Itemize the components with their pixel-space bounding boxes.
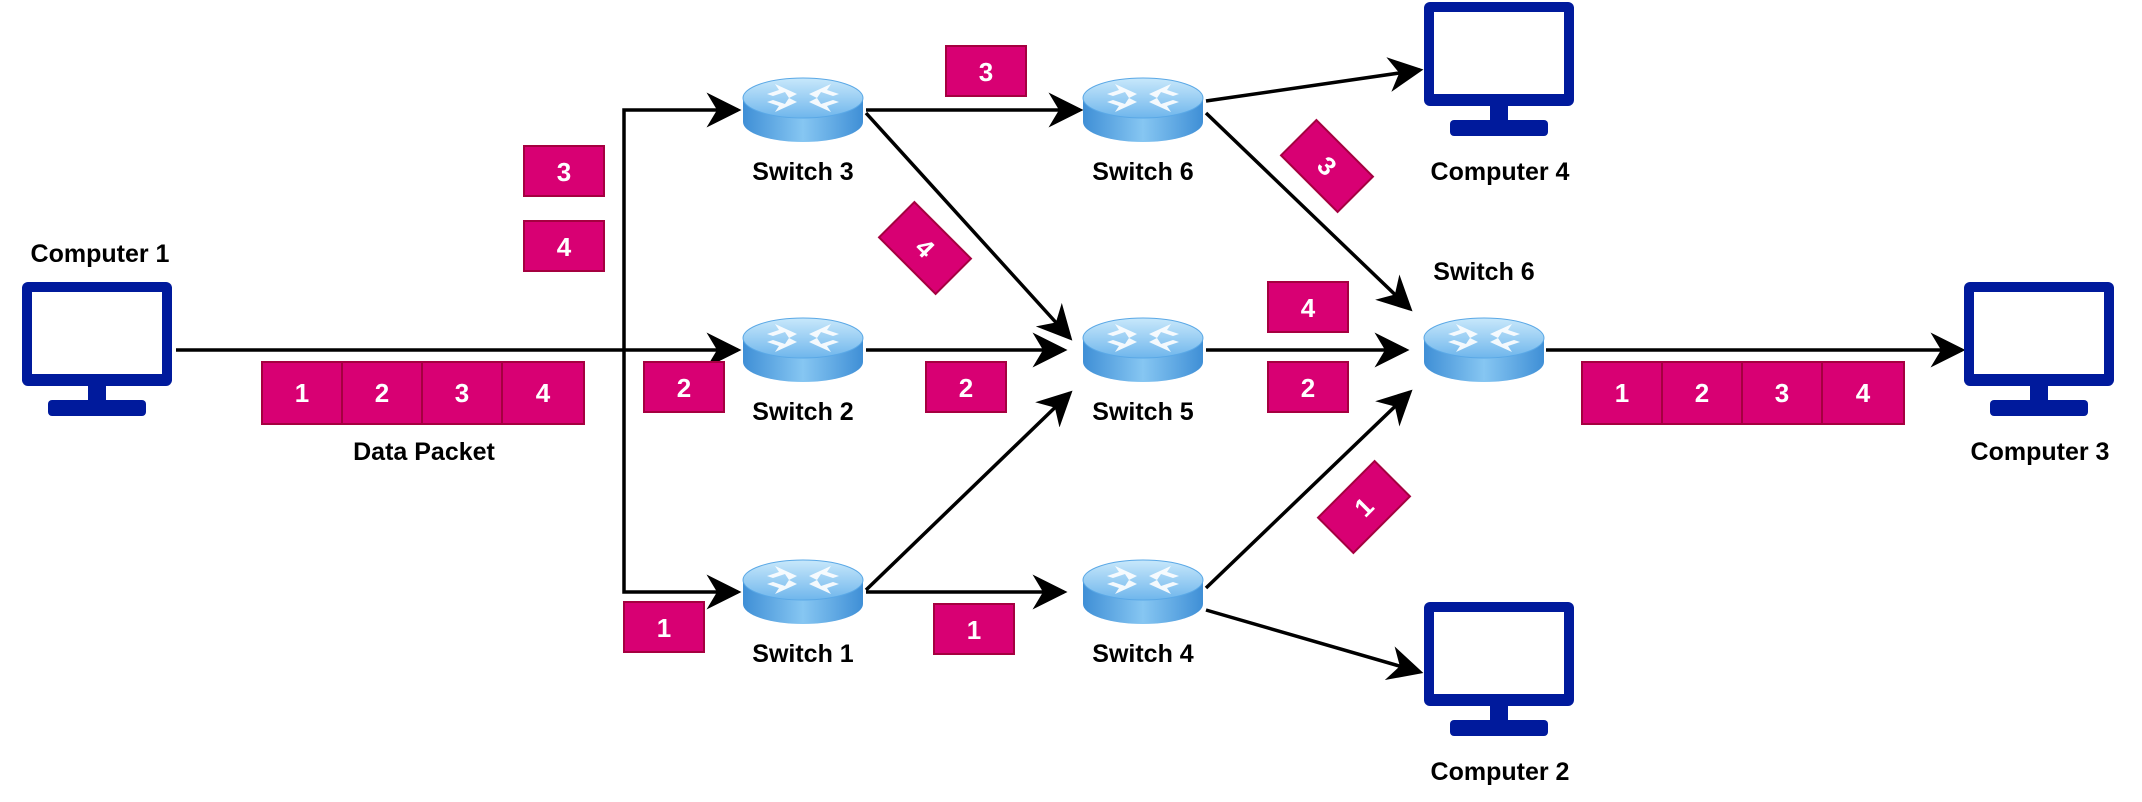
packet-segment: 3 xyxy=(421,361,503,425)
monitor-icon xyxy=(1424,2,1574,136)
switch-1[interactable]: Switch 1 xyxy=(742,559,864,668)
packet-in-transit: 2 xyxy=(1267,361,1349,413)
monitor-icon xyxy=(1964,282,2114,416)
packet-segment: 4 xyxy=(1821,361,1905,425)
svg-text:4: 4 xyxy=(536,378,551,408)
link-switch1-switch5 xyxy=(864,390,1073,592)
router-switch-icon xyxy=(1423,317,1545,383)
packet-in-transit: 4 xyxy=(877,200,973,296)
switch-label: Switch 5 xyxy=(1092,398,1194,426)
received-data-packet: 1 2 3 4 xyxy=(1581,361,1905,425)
switch-label: Switch 4 xyxy=(1092,640,1194,668)
packet-in-transit: 2 xyxy=(643,361,725,413)
svg-text:2: 2 xyxy=(375,378,389,408)
svg-text:2: 2 xyxy=(959,373,973,403)
computer-label: Computer 4 xyxy=(1431,158,1570,186)
packet-in-transit: 3 xyxy=(1279,118,1375,214)
svg-text:4: 4 xyxy=(557,232,572,262)
svg-text:2: 2 xyxy=(677,373,691,403)
switch-6-top[interactable]: Switch 6 xyxy=(1082,77,1204,186)
router-switch-icon xyxy=(742,77,864,143)
packet-in-transit: 4 xyxy=(523,220,605,272)
computer-2[interactable]: Computer 2 xyxy=(1424,602,1574,786)
packet-in-transit: 4 xyxy=(1267,281,1349,333)
svg-text:3: 3 xyxy=(979,57,993,87)
computer-1[interactable]: Computer 1 xyxy=(22,240,172,416)
link-switch4-computer2 xyxy=(1205,608,1424,681)
switch-5[interactable]: Switch 5 xyxy=(1082,317,1204,426)
link-branch-switch1 xyxy=(622,350,742,610)
router-switch-icon xyxy=(742,317,864,383)
packet-segment: 1 xyxy=(261,361,343,425)
svg-text:2: 2 xyxy=(1301,373,1315,403)
svg-text:4: 4 xyxy=(1856,378,1871,408)
svg-text:1: 1 xyxy=(295,378,309,408)
svg-text:2: 2 xyxy=(1695,378,1709,408)
in-transit-packets: 3 4 2 1 3 4 2 1 xyxy=(523,45,1412,655)
switch-label: Switch 1 xyxy=(752,640,854,668)
computer-label: Computer 3 xyxy=(1971,438,2110,466)
packet-segment: 2 xyxy=(1661,361,1743,425)
router-switch-icon xyxy=(1082,317,1204,383)
switch-2[interactable]: Switch 2 xyxy=(742,317,864,426)
packet-in-transit: 3 xyxy=(523,145,605,197)
switch-label: Switch 6 xyxy=(1433,258,1534,286)
packet-segment: 1 xyxy=(1581,361,1663,425)
link-switch6top-switch6 xyxy=(1204,111,1413,312)
router-switch-icon xyxy=(1082,559,1204,625)
link-switch3-switch5 xyxy=(864,111,1073,341)
router-switch-icon xyxy=(742,559,864,625)
packet-segment: 2 xyxy=(341,361,423,425)
packet-in-transit: 2 xyxy=(925,361,1007,413)
data-packet-caption: Data Packet xyxy=(353,438,495,466)
monitor-icon xyxy=(22,282,172,416)
packet-segment: 4 xyxy=(501,361,585,425)
switch-3[interactable]: Switch 3 xyxy=(742,77,864,186)
computer-label: Computer 2 xyxy=(1431,758,1570,786)
computer-4[interactable]: Computer 4 xyxy=(1424,2,1574,186)
packet-in-transit: 1 xyxy=(1316,459,1412,555)
packet-in-transit: 1 xyxy=(933,603,1015,655)
link-switch6-computer4 xyxy=(1205,57,1424,103)
svg-text:4: 4 xyxy=(1301,293,1316,323)
computer-label: Computer 1 xyxy=(31,240,170,268)
switch-6-right[interactable]: Switch 6 xyxy=(1423,258,1545,383)
link-switch4-switch6 xyxy=(1204,389,1413,590)
svg-text:1: 1 xyxy=(1615,378,1629,408)
source-data-packet: 1 2 3 4 Data Packet xyxy=(261,361,585,466)
network-links xyxy=(176,57,1966,681)
svg-text:3: 3 xyxy=(557,157,571,187)
router-switch-icon xyxy=(1082,77,1204,143)
packet-segment: 3 xyxy=(1741,361,1823,425)
packet-in-transit: 1 xyxy=(623,601,705,653)
svg-text:3: 3 xyxy=(455,378,469,408)
monitor-icon xyxy=(1424,602,1574,736)
svg-text:3: 3 xyxy=(1775,378,1789,408)
packet-in-transit: 3 xyxy=(945,45,1027,97)
switch-label: Switch 6 xyxy=(1092,158,1193,186)
svg-text:1: 1 xyxy=(657,613,671,643)
svg-text:1: 1 xyxy=(967,615,981,645)
switch-label: Switch 2 xyxy=(752,398,853,426)
computer-3[interactable]: Computer 3 xyxy=(1964,282,2114,466)
switch-label: Switch 3 xyxy=(752,158,853,186)
link-branch-switch3 xyxy=(622,92,742,350)
switch-4[interactable]: Switch 4 xyxy=(1082,559,1204,668)
